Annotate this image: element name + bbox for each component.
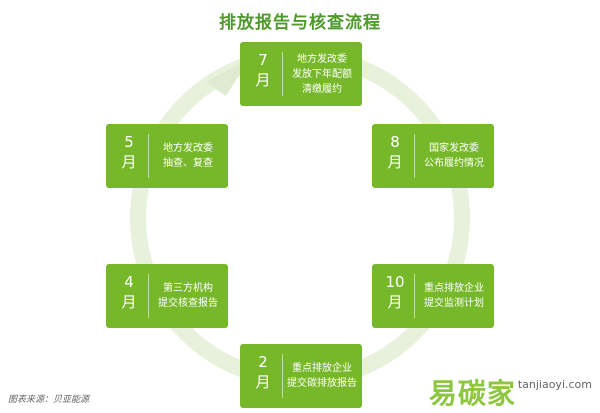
divider xyxy=(148,134,149,178)
step-text: 国家发改委 公布履约情况 xyxy=(424,143,484,169)
logo-domain: tanjiaoyi.com xyxy=(517,378,592,391)
watermark-logo: 易碳家 tanjiaoyi.com xyxy=(429,378,592,409)
step-text: 重点排放企业 提交监测计划 xyxy=(424,283,484,309)
divider xyxy=(282,354,283,398)
step-text: 地方发改委 发放下年配额 清缴履约 xyxy=(292,53,352,95)
source-caption: 图表来源：贝亚能源 xyxy=(8,395,90,405)
divider xyxy=(282,52,283,96)
step-text: 地方发改委 抽查、复查 xyxy=(163,143,213,169)
step-text: 第三方机构 提交核查报告 xyxy=(158,283,218,309)
divider xyxy=(414,274,415,318)
diagram-title: 排放报告与核查流程 xyxy=(219,13,381,33)
divider xyxy=(414,134,415,178)
divider xyxy=(148,274,149,318)
cycle-arrowhead xyxy=(206,58,250,96)
step-text: 重点排放企业 提交碳排放报告 xyxy=(287,363,357,389)
logo-text: 易碳家 xyxy=(428,377,516,410)
